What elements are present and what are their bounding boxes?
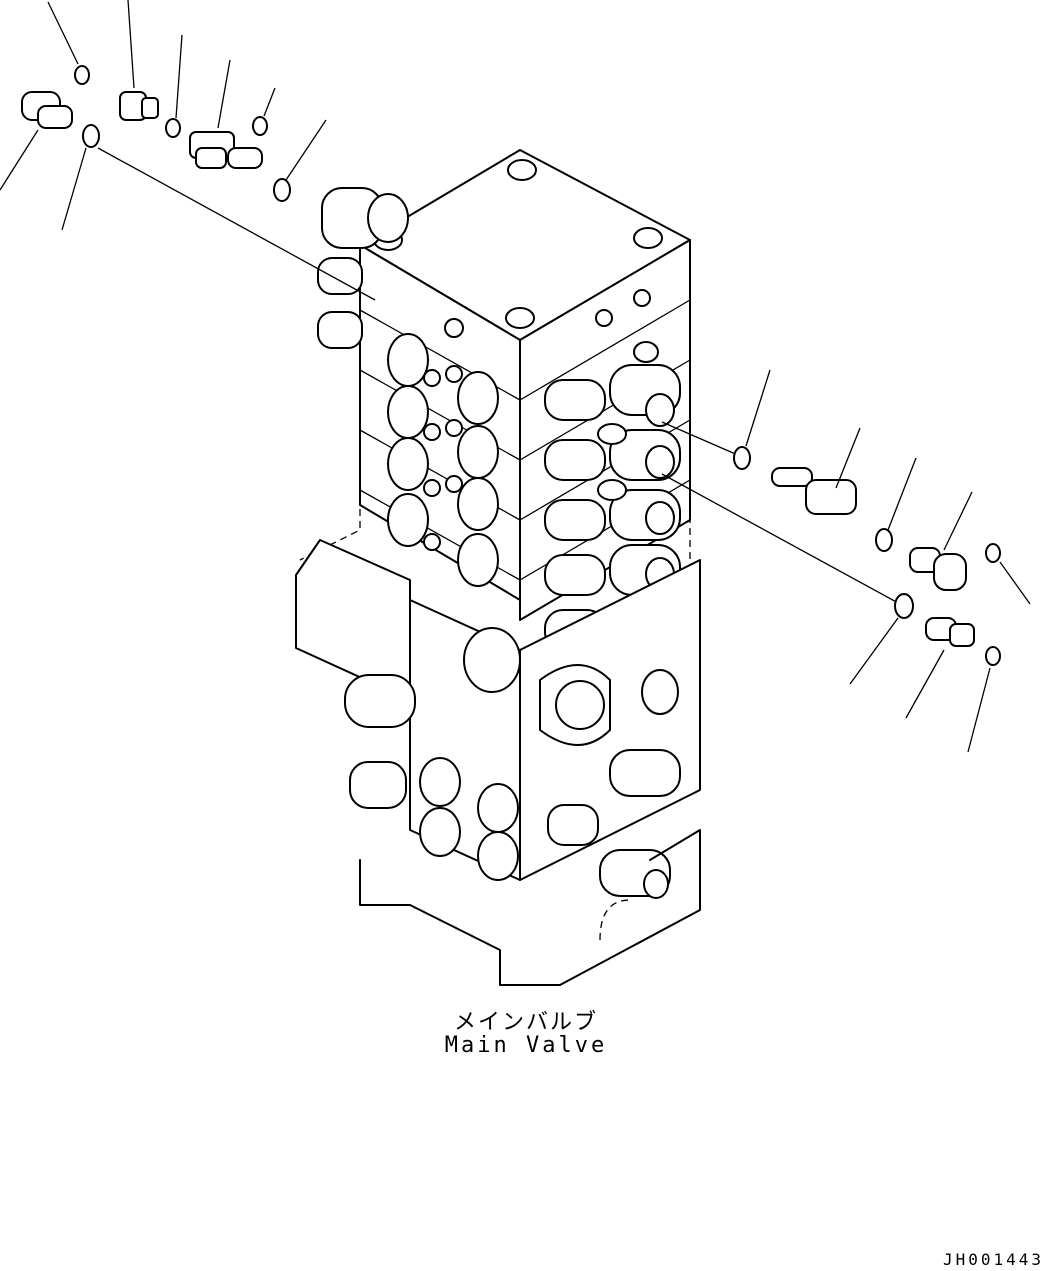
caption-english: Main Valve xyxy=(444,1033,608,1058)
elbow-fitting-left xyxy=(21,91,73,129)
left-side-plugs xyxy=(317,187,409,349)
left-exploded-parts xyxy=(0,0,327,231)
main-valve-body xyxy=(295,149,701,986)
o-ring-5 xyxy=(273,178,291,202)
o-ring-2 xyxy=(82,124,100,148)
caption-japanese: メインバルブ xyxy=(453,1010,598,1035)
straight-fitting-1 xyxy=(771,467,857,515)
center-lines xyxy=(97,147,901,605)
tee-fitting xyxy=(189,131,263,169)
nut-fitting xyxy=(119,91,159,121)
elbow-fitting-right xyxy=(909,547,967,591)
o-ring-1 xyxy=(74,65,90,85)
drawing-code: JH001443 xyxy=(942,1250,1044,1269)
o-ring-10 xyxy=(985,646,1001,666)
o-ring-6 xyxy=(733,446,751,470)
o-ring-9 xyxy=(894,593,914,619)
straight-fitting-2 xyxy=(925,617,975,647)
right-exploded-parts xyxy=(733,369,1031,753)
o-ring-3 xyxy=(165,118,181,138)
o-ring-7 xyxy=(875,528,893,552)
o-ring-8 xyxy=(985,543,1001,563)
left-face-ports xyxy=(387,333,499,587)
o-ring-4 xyxy=(252,116,268,136)
